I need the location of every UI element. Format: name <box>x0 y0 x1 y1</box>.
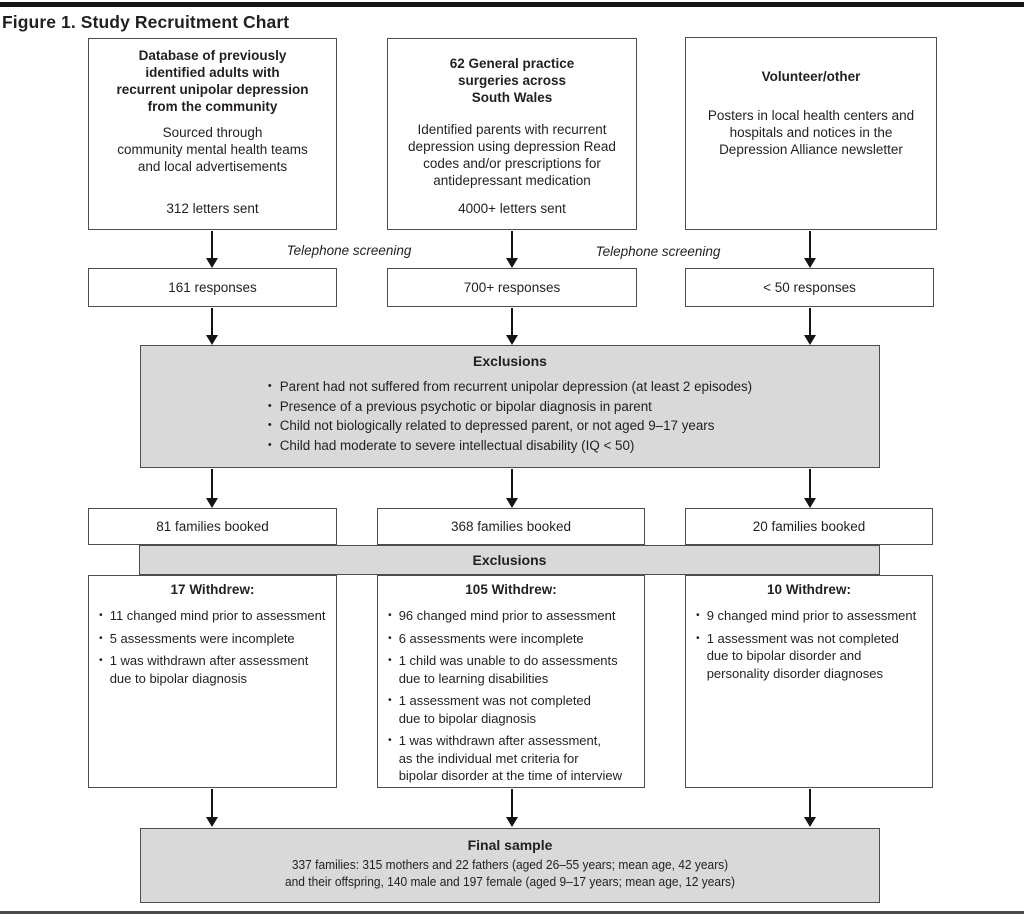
bullet-icon: • <box>388 631 392 644</box>
withdrew-item: •11 changed mind prior to assessment <box>99 608 326 623</box>
arrowhead-icon <box>206 258 218 268</box>
exclusions-bar: Exclusions <box>139 545 880 575</box>
responses-count: 161 responses <box>168 280 257 295</box>
withdrew-box-volunteer: 10 Withdrew: •9 changed mind prior to as… <box>685 575 933 788</box>
telephone-screening-label-left: Telephone screening <box>286 243 412 258</box>
withdrew-item: •1 assessment was not completed due to b… <box>696 630 899 681</box>
families-booked-count: 20 families booked <box>752 519 866 534</box>
arrowhead-icon <box>804 258 816 268</box>
withdrew-list: •9 changed mind prior to assessment •1 a… <box>686 607 932 682</box>
withdrew-item: •1 assessment was not completed due to b… <box>388 693 591 726</box>
down-arrow <box>206 469 218 508</box>
arrowhead-icon <box>804 335 816 345</box>
exclusions-title: Exclusions <box>473 353 547 369</box>
source-box-title: Database of previously identified adults… <box>116 48 309 114</box>
final-sample-line2: and their offspring, 140 male and 197 fe… <box>284 874 736 889</box>
responses-count: < 50 responses <box>763 280 856 295</box>
withdrew-item: •6 assessments were incomplete <box>388 630 584 646</box>
down-arrow <box>804 789 816 827</box>
figure-top-rule <box>0 2 1024 7</box>
source-box-community: Database of previously identified adults… <box>88 38 337 230</box>
bullet-icon: • <box>388 734 392 746</box>
exclusion-item: •Child had moderate to severe intellectu… <box>268 436 752 456</box>
down-arrow <box>506 469 518 508</box>
final-sample-line1: 337 families: 315 mothers and 22 fathers… <box>291 858 729 872</box>
arrowhead-icon <box>506 258 518 268</box>
down-arrow <box>804 308 816 345</box>
source-box-volunteer: Volunteer/other Posters in local health … <box>685 37 937 230</box>
withdrew-title: 10 Withdrew: <box>767 582 851 597</box>
bullet-icon: • <box>267 399 272 412</box>
down-arrow <box>506 789 518 827</box>
exclusions-bar-title: Exclusions <box>472 552 547 568</box>
withdrew-item: •5 assessments were incomplete <box>99 630 295 646</box>
bullet-icon: • <box>99 609 103 621</box>
withdrew-box-community: 17 Withdrew: •11 changed mind prior to a… <box>88 575 337 788</box>
telephone-screening-label-right: Telephone screening <box>595 244 721 259</box>
bullet-icon: • <box>388 654 392 666</box>
arrowhead-icon <box>506 498 518 508</box>
figure-title: Figure 1. Study Recruitment Chart <box>2 12 290 32</box>
bullet-icon: • <box>696 631 700 644</box>
withdrew-item: •9 changed mind prior to assessment <box>696 608 917 623</box>
arrowhead-icon <box>206 498 218 508</box>
withdrew-list: •96 changed mind prior to assessment •6 … <box>378 607 644 785</box>
families-booked-box-volunteer: 20 families booked <box>685 508 933 545</box>
responses-box-gp: 700+ responses <box>387 268 637 307</box>
letters-sent-count: 4000+ letters sent <box>458 201 566 216</box>
arrowhead-icon <box>804 817 816 827</box>
exclusion-item: •Parent had not suffered from recurrent … <box>268 377 752 397</box>
down-arrow <box>206 231 218 268</box>
exclusion-item: •Child not biologically related to depre… <box>268 416 752 436</box>
bullet-icon: • <box>267 438 272 451</box>
bullet-icon: • <box>267 419 272 431</box>
exclusions-list: •Parent had not suffered from recurrent … <box>268 377 752 455</box>
bullet-icon: • <box>99 631 103 644</box>
arrowhead-icon <box>206 335 218 345</box>
bullet-icon: • <box>388 694 392 706</box>
exclusion-item: •Presence of a previous psychotic or bip… <box>268 397 752 417</box>
source-box-description: Posters in local health centers and hosp… <box>707 108 915 157</box>
source-box-title: 62 General practice surgeries across Sou… <box>449 56 575 105</box>
bullet-icon: • <box>696 609 700 621</box>
source-box-description: Identified parents with recurrent depres… <box>408 122 616 188</box>
final-sample-box: Final sample 337 families: 315 mothers a… <box>140 828 880 903</box>
arrowhead-icon <box>506 817 518 827</box>
down-arrow <box>206 308 218 345</box>
bullet-icon: • <box>99 654 103 666</box>
withdrew-item: •96 changed mind prior to assessment <box>388 608 616 623</box>
families-booked-count: 81 families booked <box>156 519 269 534</box>
families-booked-box-gp: 368 families booked <box>377 508 645 545</box>
letters-sent-count: 312 letters sent <box>166 201 259 216</box>
withdrew-title: 17 Withdrew: <box>170 582 255 597</box>
withdrew-item: •1 was withdrawn after assessment due to… <box>99 653 309 686</box>
final-sample-title: Final sample <box>467 837 553 853</box>
responses-box-volunteer: < 50 responses <box>685 268 934 307</box>
down-arrow <box>206 789 218 827</box>
arrowhead-icon <box>206 817 218 827</box>
source-box-title: Volunteer/other <box>761 69 861 84</box>
responses-box-community: 161 responses <box>88 268 337 307</box>
exclusions-panel: Exclusions •Parent had not suffered from… <box>140 345 880 468</box>
families-booked-box-community: 81 families booked <box>88 508 337 545</box>
bullet-icon: • <box>267 380 272 392</box>
source-box-description: Sourced through community mental health … <box>117 125 308 174</box>
withdrew-item: •1 was withdrawn after assessment, as th… <box>388 733 622 783</box>
arrowhead-icon <box>506 335 518 345</box>
withdrew-list: •11 changed mind prior to assessment •5 … <box>89 607 336 687</box>
down-arrow <box>804 469 816 508</box>
responses-count: 700+ responses <box>463 280 561 295</box>
withdrew-box-gp: 105 Withdrew: •96 changed mind prior to … <box>377 575 645 788</box>
down-arrow <box>506 231 518 268</box>
arrowhead-icon <box>804 498 816 508</box>
source-box-gp-surgeries: 62 General practice surgeries across Sou… <box>387 38 637 230</box>
bullet-icon: • <box>388 609 392 621</box>
down-arrow <box>506 308 518 345</box>
withdrew-title: 105 Withdrew: <box>465 582 557 597</box>
down-arrow <box>804 231 816 268</box>
families-booked-count: 368 families booked <box>450 519 572 534</box>
figure-bottom-rule <box>0 911 1024 914</box>
withdrew-item: •1 child was unable to do assessments du… <box>388 653 618 686</box>
